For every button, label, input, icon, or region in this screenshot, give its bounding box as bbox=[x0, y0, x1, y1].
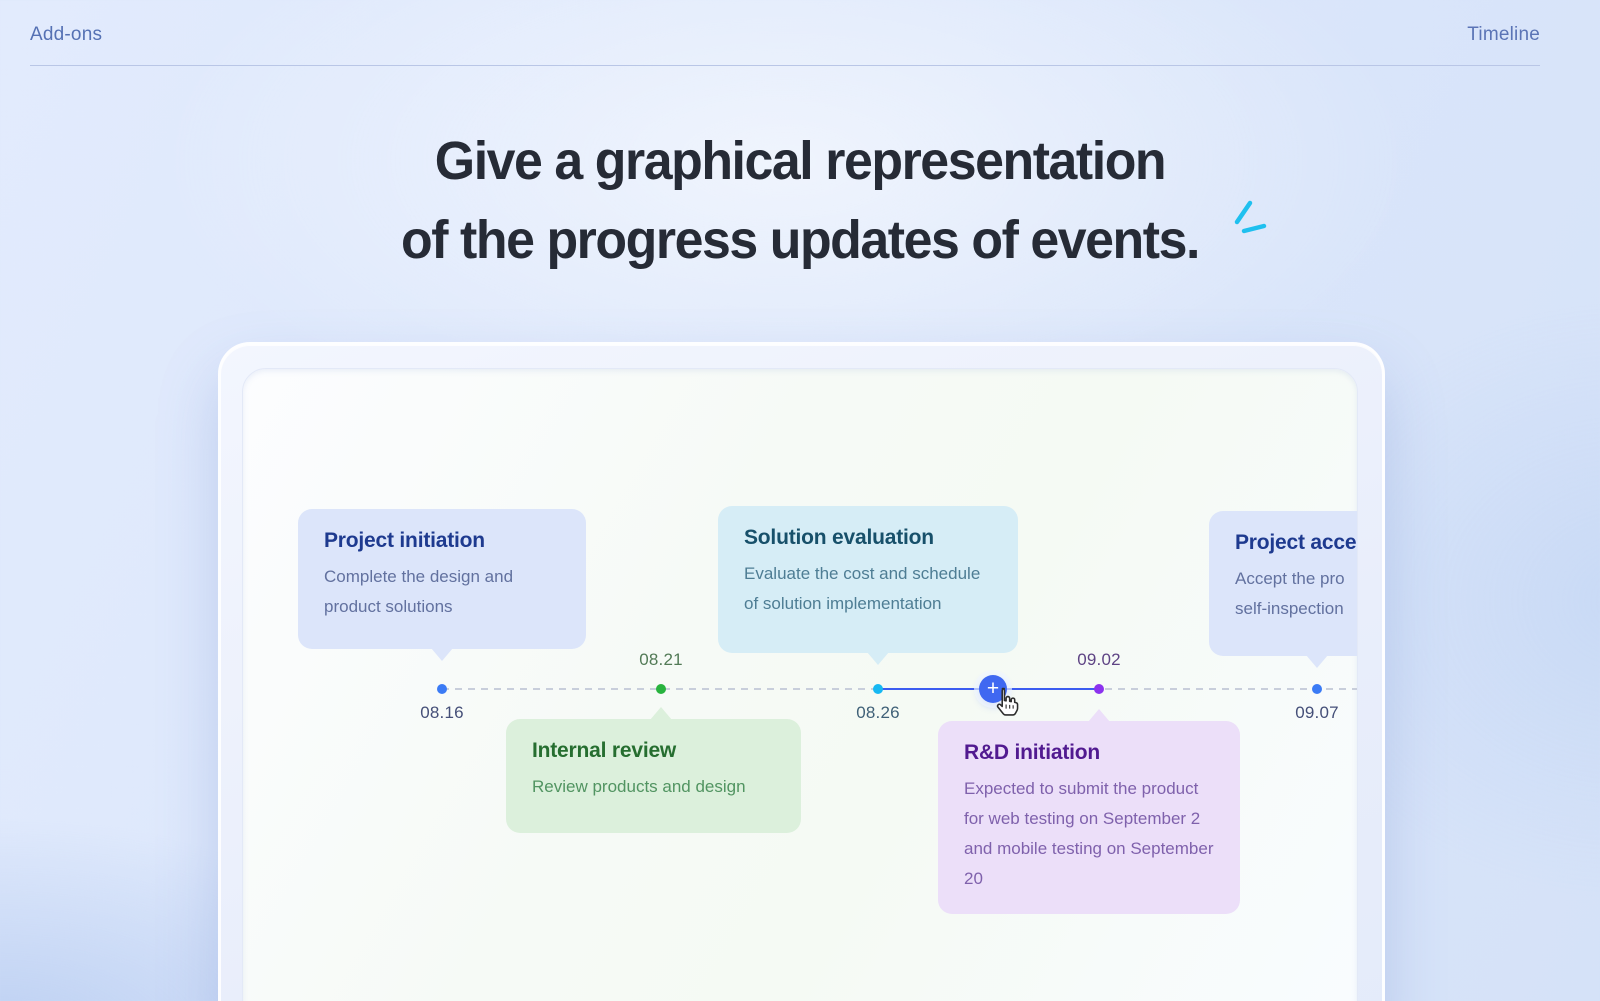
event-card-title: Project acce bbox=[1235, 531, 1357, 554]
card-pointer bbox=[1306, 655, 1328, 668]
event-card-title: Project initiation bbox=[324, 529, 485, 552]
date-label-0816: 08.16 bbox=[420, 703, 464, 722]
event-card-title: R&D initiation bbox=[964, 741, 1101, 764]
event-card-project-initiation[interactable]: Project initiation Complete the design a… bbox=[298, 509, 586, 661]
page-title-line1: Give a graphical representation bbox=[434, 131, 1167, 191]
event-card-description: Accept the pro self-inspection bbox=[1235, 564, 1357, 624]
event-card-project-acceptance[interactable]: Project acce Accept the pro self-inspect… bbox=[1209, 511, 1357, 668]
card-pointer bbox=[867, 652, 889, 665]
timeline-canvas: 08.16 08.21 08.26 09.02 09.07 Project in… bbox=[242, 368, 1358, 1001]
nav-link-addons[interactable]: Add-ons bbox=[30, 24, 103, 45]
nav-divider bbox=[30, 65, 1540, 66]
timeline-dot-solution-evaluation[interactable] bbox=[873, 684, 883, 694]
event-card-solution-evaluation[interactable]: Solution evaluation Evaluate the cost an… bbox=[718, 506, 1018, 665]
nav-link-timeline[interactable]: Timeline bbox=[1467, 24, 1540, 45]
card-pointer bbox=[431, 648, 453, 661]
event-card-description-line: Accept the pro bbox=[1235, 569, 1345, 588]
event-card-description: Complete the design and product solution… bbox=[324, 567, 514, 616]
top-nav: Add-ons Timeline bbox=[30, 0, 1540, 66]
event-card-description-line: self-inspection bbox=[1235, 599, 1344, 618]
event-card-internal-review[interactable]: Internal review Review products and desi… bbox=[506, 707, 801, 833]
timeline-dot-rd-initiation[interactable] bbox=[1094, 684, 1104, 694]
event-card-description: Evaluate the cost and schedule of soluti… bbox=[744, 564, 981, 613]
timeline-dot-project-initiation[interactable] bbox=[437, 684, 447, 694]
page-title-line2: of the progress updates of events. bbox=[401, 210, 1200, 270]
event-card-title: Internal review bbox=[532, 739, 677, 762]
event-card-title: Solution evaluation bbox=[744, 526, 934, 549]
event-card-description: Review products and design bbox=[532, 777, 746, 796]
date-label-0821: 08.21 bbox=[639, 650, 683, 669]
card-pointer bbox=[1088, 709, 1110, 722]
event-card-rd-initiation[interactable]: R&D initiation Expected to submit the pr… bbox=[938, 709, 1240, 914]
date-label-0907: 09.07 bbox=[1295, 703, 1339, 722]
timeline-dot-project-acceptance[interactable] bbox=[1312, 684, 1322, 694]
date-label-0902: 09.02 bbox=[1077, 650, 1121, 669]
timeline-dot-internal-review[interactable] bbox=[656, 684, 666, 694]
date-label-0826: 08.26 bbox=[856, 703, 900, 722]
add-event-button[interactable]: + bbox=[979, 675, 1007, 703]
event-card-description: Expected to submit the product for web t… bbox=[964, 779, 1214, 888]
product-demo-panel: 08.16 08.21 08.26 09.02 09.07 Project in… bbox=[218, 342, 1385, 1001]
page-title: Give a graphical representation of the p… bbox=[32, 122, 1568, 280]
card-pointer bbox=[650, 707, 672, 720]
sparkle-accent-icon bbox=[1234, 200, 1267, 234]
